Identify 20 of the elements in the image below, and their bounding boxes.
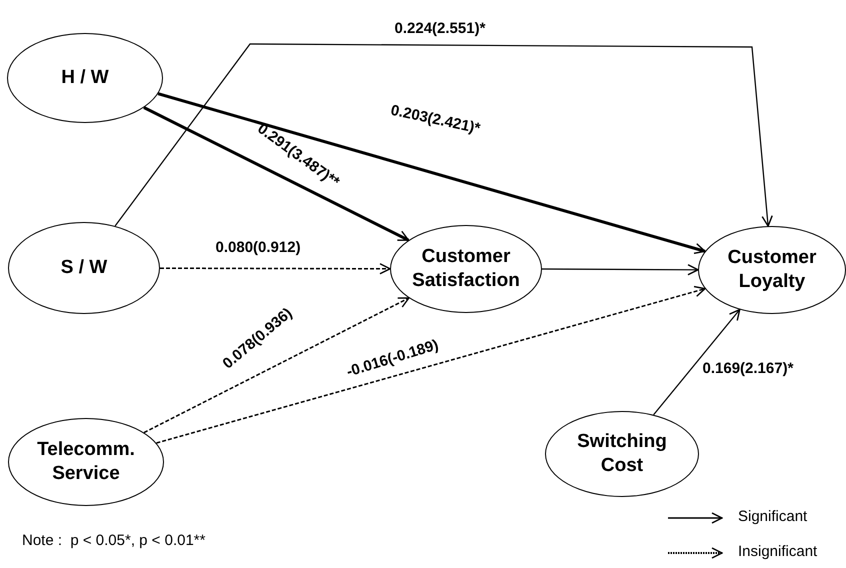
edge-label: 0.169(2.167)* [702, 360, 794, 376]
legend-label: Insignificant [738, 543, 818, 560]
arrow [156, 286, 706, 444]
edge-label: 0.224(2.551)* [394, 20, 486, 36]
node-label: Switching Cost [576, 430, 668, 478]
node-label: Customer Satisfaction [411, 245, 521, 293]
arrow [160, 263, 391, 274]
node-label: Telecomm. Service [36, 438, 136, 486]
arrow [158, 92, 706, 254]
node-label: S / W [60, 256, 108, 280]
arrow [114, 43, 773, 227]
arrow [542, 264, 699, 276]
edge-label: 0.080(0.912) [216, 238, 301, 256]
node-label: H / W [61, 66, 109, 90]
node-label: Customer Loyalty [726, 246, 818, 294]
legend-label: Significant [738, 508, 808, 525]
arrow [144, 297, 410, 434]
arrow [143, 106, 410, 242]
arrow [653, 308, 740, 416]
note-text: Note : p < 0.05*, p < 0.01** [22, 532, 206, 549]
